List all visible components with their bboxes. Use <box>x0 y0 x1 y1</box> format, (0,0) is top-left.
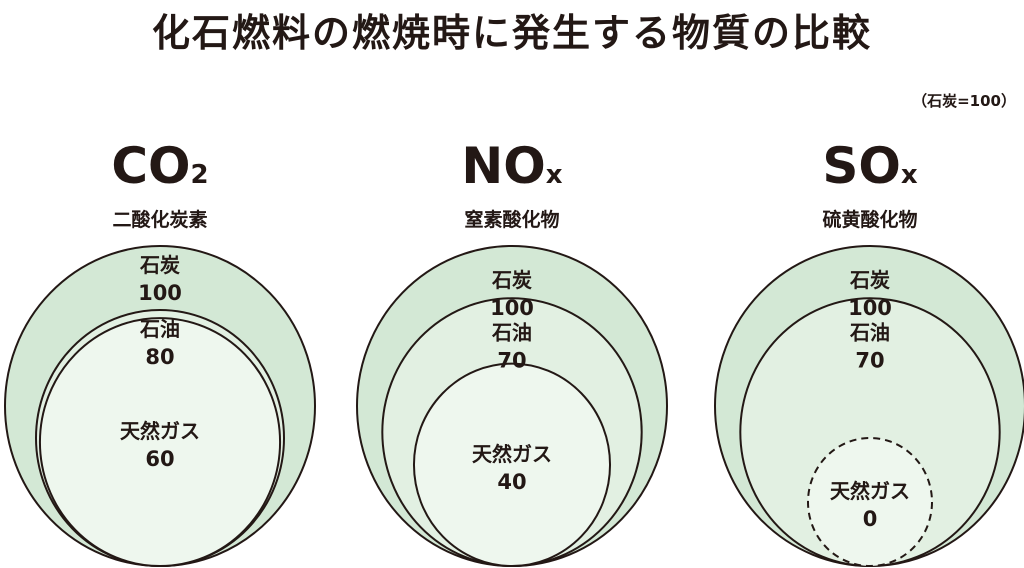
circle-label: 石炭 <box>139 253 180 277</box>
circle-0-2 <box>38 317 282 568</box>
circle-1-2 <box>412 362 612 568</box>
circle-value: 80 <box>145 345 174 369</box>
circle-value: 70 <box>855 348 884 372</box>
circle-value: 0 <box>863 507 878 531</box>
co2-name: 二酸化炭素 <box>112 209 208 231</box>
circle-value: 100 <box>490 296 534 320</box>
circle-label: 石油 <box>849 320 890 344</box>
circle-label: 石炭 <box>491 268 532 292</box>
circle-value: 60 <box>145 447 174 471</box>
circle-label: 天然ガス <box>472 442 552 466</box>
chart-title: 化石燃料の燃焼時に発生する物質の比較 <box>151 11 872 55</box>
co2-formula: CO <box>111 137 191 195</box>
circle-label: 石油 <box>491 320 532 344</box>
nox-formula: NO <box>461 137 546 195</box>
circle-value: 100 <box>138 281 182 305</box>
nox-header: NOx 窒素酸化物 <box>362 138 662 232</box>
sox-formula: SO <box>822 137 901 195</box>
circle-label: 石油 <box>139 317 180 341</box>
circle-label: 石炭 <box>849 268 890 292</box>
circle-label: 天然ガス <box>830 479 910 503</box>
circle-value: 40 <box>497 470 526 494</box>
sox-header: SOx 硫黄酸化物 <box>720 138 1020 232</box>
circle-value: 70 <box>497 348 526 372</box>
circle-label: 天然ガス <box>120 419 200 443</box>
co2-header: CO2 二酸化炭素 <box>10 138 310 232</box>
circle-value: 100 <box>848 296 892 320</box>
sox-name: 硫黄酸化物 <box>822 209 918 231</box>
circle-2-2 <box>807 437 933 567</box>
base-note: （石炭=100） <box>912 92 1016 110</box>
nox-name: 窒素酸化物 <box>464 209 560 231</box>
